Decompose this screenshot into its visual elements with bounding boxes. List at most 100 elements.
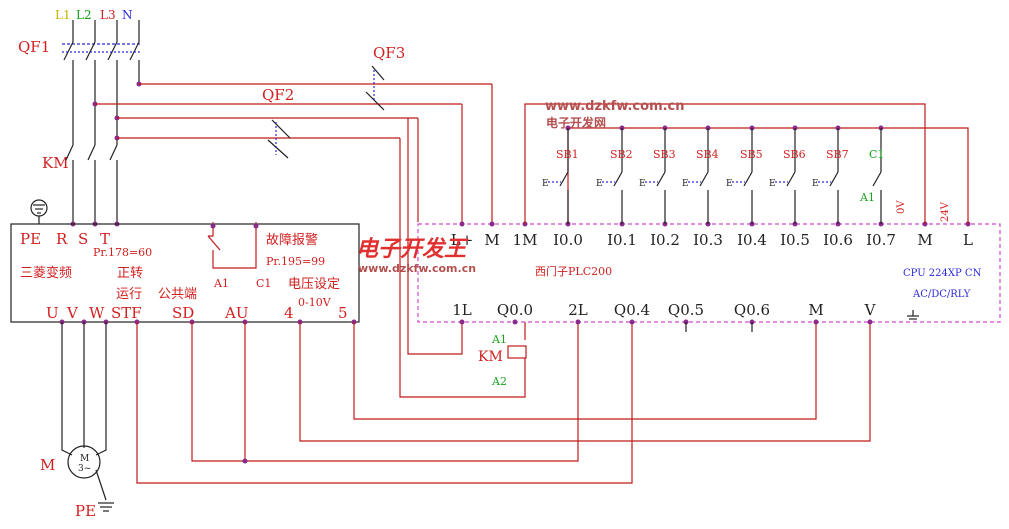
plc-top-terminal-label: M: [917, 231, 932, 249]
common-terminal-label: 公共端: [158, 287, 197, 302]
inverter-u-terminal: U: [46, 304, 59, 322]
watermark-name-1: 电子开发网: [546, 115, 606, 130]
main-feed-lines: [72, 60, 140, 145]
relay-km-label: KM: [478, 349, 503, 365]
inverter-stf-terminal: STF: [111, 304, 142, 322]
qf3-label: QF3: [373, 44, 405, 62]
switch-contact: [872, 171, 882, 187]
plc-top-terminals: L+ M 1M I0.0 I0.1 I0.2 I0.3 I0.4 I0.5 I0.6 I0.7 M L: [451, 221, 973, 249]
switch-contact: [656, 171, 666, 187]
inverter-r-terminal: R: [56, 230, 68, 248]
switch-label: SB4: [696, 148, 719, 161]
qf2-breaker-symbol: [267, 119, 291, 159]
qf1-label: QF1: [18, 38, 50, 56]
inverter-brand-label: 三菱变频: [20, 265, 72, 281]
incoming-lines: [72, 20, 140, 42]
voltage-setting-label: 电压设定: [288, 277, 340, 292]
switch-contact: [559, 171, 569, 187]
qf1-breaker-symbol: [62, 41, 142, 61]
plc-top-terminal-label: I0.1: [607, 231, 637, 249]
phase-l3-label: L3: [100, 8, 116, 22]
inverter-au-terminal: AU: [224, 304, 248, 322]
inverter-param-178: Pr.178=60: [93, 246, 152, 259]
plc-top-terminal-label: I0.2: [650, 231, 680, 249]
plc-top-terminal-dot: [459, 221, 465, 227]
forward-run-label-1: 正转: [117, 266, 143, 281]
inverter-w-terminal: W: [89, 304, 105, 322]
plc-top-terminal-label: L: [963, 231, 973, 249]
watermark-name-2: 电子开发王: [356, 236, 469, 262]
plc-bottom-terminal-dot: [575, 319, 581, 325]
relay-c1-terminal: C1: [256, 277, 271, 290]
motor-label: M: [40, 456, 55, 474]
switch-contact: [699, 171, 709, 187]
inverter-v-terminal: V: [66, 304, 79, 322]
motor-wires: [61, 322, 114, 512]
km-relay-coil: [507, 345, 527, 359]
svg-text:E: E: [639, 179, 646, 189]
plc-top-terminal-label: I0.7: [866, 231, 896, 249]
plc-bottom-terminal-label: Q0.5: [668, 301, 704, 319]
plc-bottom-terminal-dot: [459, 319, 465, 325]
plc-bottom-terminal-label: M: [808, 301, 823, 319]
svg-text:E: E: [596, 179, 603, 189]
plc-top-terminal-label: I0.4: [737, 231, 767, 249]
km-contactor-symbol: [65, 144, 120, 227]
relay-a2-label: A2: [491, 375, 507, 388]
inverter-param-195: Pr.195=99: [266, 255, 325, 268]
plc-top-terminal-label: I0.5: [780, 231, 810, 249]
inverter-t-terminal: T: [100, 230, 110, 248]
qf3-breaker-symbol: [365, 65, 385, 111]
relay-a1-label: A1: [491, 333, 507, 346]
plc-bottom-terminal-label: Q0.4: [614, 301, 650, 319]
plc-bottom-terminal-label: Q0.6: [734, 301, 770, 319]
switch-label: C1: [869, 148, 884, 161]
plc-top-terminal-label: M: [484, 231, 499, 249]
plc-bottom-terminal-label: Q0.0: [497, 301, 533, 319]
switch-contact: [613, 171, 623, 187]
plc-bottom-terminal-dot: [512, 319, 518, 325]
c1-a1-label: A1: [859, 191, 875, 204]
plc-top-terminal-dot: [489, 221, 495, 227]
switch-contact: [743, 171, 753, 187]
switch-label: SB2: [610, 148, 633, 161]
inverter-sd-terminal: SD: [172, 304, 194, 322]
svg-text:E: E: [769, 179, 776, 189]
plc-bottom-terminal-dot: [629, 319, 635, 325]
watermark-url-1: www.dzkfw.com.cn: [545, 99, 685, 114]
svg-text:E: E: [542, 179, 549, 189]
inverter-s-terminal: S: [78, 230, 88, 248]
plc-top-terminal-label: I0.6: [823, 231, 853, 249]
forward-run-label-2: 运行: [116, 287, 142, 302]
svg-text:E: E: [812, 179, 819, 189]
phase-l2-label: L2: [76, 8, 92, 22]
svg-text:E: E: [726, 179, 733, 189]
switch-contact: [786, 171, 796, 187]
phase-l1-label: L1: [55, 8, 71, 22]
plc-name-label: 西门子PLC200: [535, 264, 612, 278]
switch-label: SB1: [556, 148, 579, 161]
plc-cpu-label: CPU 224XP CN: [903, 268, 982, 279]
plc-top-terminal-label: L+: [451, 231, 474, 249]
inverter-4-terminal: 4: [284, 304, 294, 322]
plc-top-terminal-label: I0.3: [693, 231, 723, 249]
switch-label: SB5: [740, 148, 763, 161]
relay-a1-terminal: A1: [213, 277, 229, 290]
qf2-label: QF2: [262, 86, 294, 104]
plc-bottom-terminal-dot: [813, 319, 819, 325]
plc-top-terminal-label: 1M: [513, 231, 538, 249]
plc-bottom-terminal-label: V: [864, 301, 877, 319]
km-contactor-label: KM: [42, 154, 69, 172]
inverter-5-terminal: 5: [338, 304, 348, 322]
switch-label: SB3: [653, 148, 676, 161]
plc-top-terminal-label: I0.0: [553, 231, 583, 249]
plc-bottom-terminal-label: 2L: [568, 301, 588, 319]
ground-symbol-inverter: [30, 199, 48, 224]
motor-symbol-m: M: [80, 454, 89, 464]
branch-wires: [92, 81, 493, 222]
fault-alarm-label: 故障报警: [266, 232, 318, 248]
plc-24v-label: 24V: [940, 201, 951, 222]
